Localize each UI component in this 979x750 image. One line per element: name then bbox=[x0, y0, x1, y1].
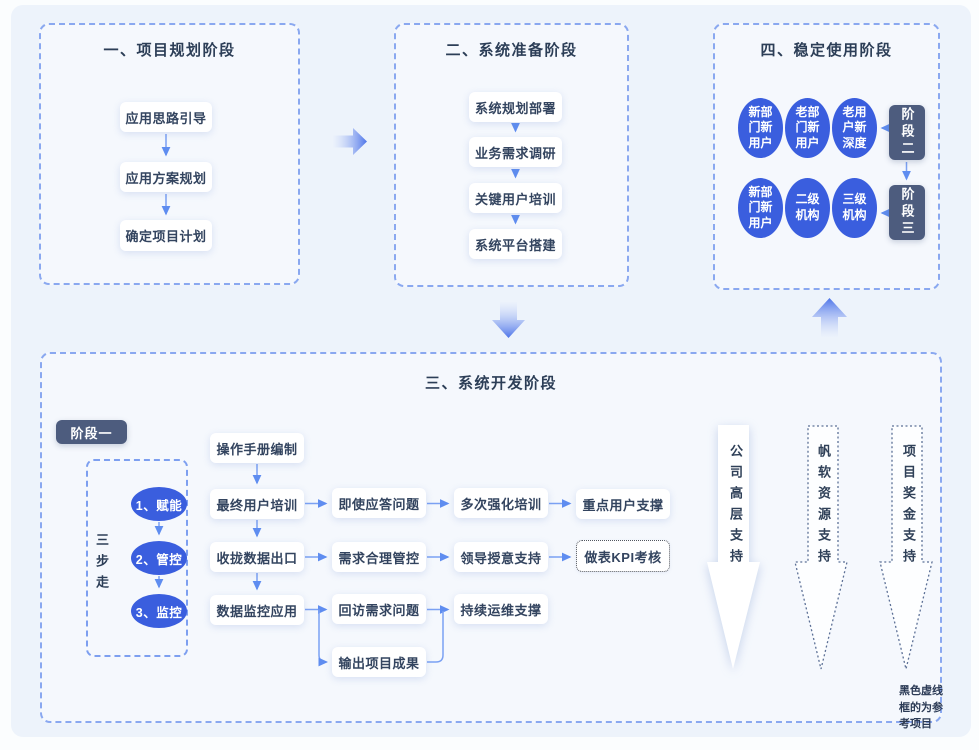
user-group-label: 新部门新用户 bbox=[748, 184, 773, 230]
phase4-user-group: 新部门新用户 bbox=[738, 178, 783, 238]
phase4-stage2-tag: 阶段二 bbox=[889, 105, 925, 160]
phase3-node: 即使应答问题 bbox=[332, 488, 426, 518]
step-circle-2: 2、管控 bbox=[131, 541, 187, 575]
phase4-user-group: 二级机构 bbox=[785, 178, 830, 238]
step-circle-1: 1、赋能 bbox=[131, 487, 187, 521]
step-circle-3: 3、监控 bbox=[131, 594, 187, 628]
user-group-label: 二级机构 bbox=[795, 192, 820, 222]
phase2-panel: 二、系统准备阶段 系统规划部署 业务需求调研 关键用户培训 系统平台搭建 bbox=[394, 23, 629, 287]
phase3-node: 重点用户支撑 bbox=[576, 489, 670, 519]
support-label-bonus: 项目奖金支持 bbox=[901, 444, 916, 570]
phase2-step-1: 系统规划部署 bbox=[469, 92, 562, 122]
support-label-fanruan: 帆软资源支持 bbox=[816, 444, 831, 570]
phase3-stage1-badge: 阶段一 bbox=[56, 420, 127, 444]
phase2-step-2: 业务需求调研 bbox=[469, 137, 562, 167]
phase3-node: 收拢数据出口 bbox=[210, 542, 304, 572]
three-steps-box bbox=[86, 459, 188, 657]
phase1-panel: 一、项目规划阶段 应用思路引导 应用方案规划 确定项目计划 bbox=[39, 23, 300, 285]
phase1-step-3: 确定项目计划 bbox=[120, 220, 212, 251]
support-label-company: 公司高层支持 bbox=[728, 444, 743, 570]
phase3-node: 需求合理管控 bbox=[332, 542, 426, 572]
user-group-label: 老部门新用户 bbox=[795, 104, 820, 150]
phase4-user-group: 三级机构 bbox=[832, 178, 877, 238]
user-group-label: 三级机构 bbox=[842, 192, 867, 222]
phase1-title: 一、项目规划阶段 bbox=[103, 42, 236, 59]
phase3-node: 多次强化培训 bbox=[454, 488, 548, 518]
phase4-panel: 四、稳定使用阶段 新部门新用户 老部门新用户 老用户新深度 阶段二 新部门新用户… bbox=[713, 23, 940, 290]
phase3-node-reference: 做表KPI考核 bbox=[576, 540, 670, 572]
user-group-label: 老用户新深度 bbox=[842, 104, 867, 150]
phase4-user-group: 老用户新深度 bbox=[832, 98, 877, 158]
legend-note: 黑色虚线框的为参考项目 bbox=[899, 685, 943, 730]
phase4-title: 四、稳定使用阶段 bbox=[760, 42, 893, 59]
user-group-label: 新部门新用户 bbox=[748, 104, 773, 150]
phase3-node: 最终用户培训 bbox=[210, 489, 304, 519]
phase2-step-3: 关键用户培训 bbox=[469, 183, 562, 213]
arrow-down-icon bbox=[492, 302, 525, 338]
arrow-right-icon bbox=[333, 128, 367, 155]
phase1-step-2: 应用方案规划 bbox=[120, 162, 212, 192]
three-steps-label: 三步走 bbox=[94, 533, 109, 596]
phase2-step-4: 系统平台搭建 bbox=[469, 229, 562, 259]
phase3-panel: 三、系统开发阶段 bbox=[40, 352, 943, 730]
phase4-user-group: 老部门新用户 bbox=[785, 98, 830, 158]
phase3-node: 输出项目成果 bbox=[332, 647, 426, 677]
phase1-step-1: 应用思路引导 bbox=[120, 102, 212, 132]
phase3-node: 领导授意支持 bbox=[454, 542, 548, 572]
phase3-title: 三、系统开发阶段 bbox=[424, 375, 557, 392]
phase2-title: 二、系统准备阶段 bbox=[445, 42, 578, 59]
phase3-node: 回访需求问题 bbox=[332, 594, 426, 624]
phase3-node: 操作手册编制 bbox=[210, 433, 304, 463]
phase3-node: 数据监控应用 bbox=[210, 595, 304, 625]
arrow-up-icon bbox=[812, 298, 847, 337]
phase4-user-group: 新部门新用户 bbox=[738, 98, 783, 158]
phase3-node: 持续运维支撑 bbox=[454, 594, 548, 624]
phase4-stage3-tag: 阶段三 bbox=[889, 185, 925, 240]
